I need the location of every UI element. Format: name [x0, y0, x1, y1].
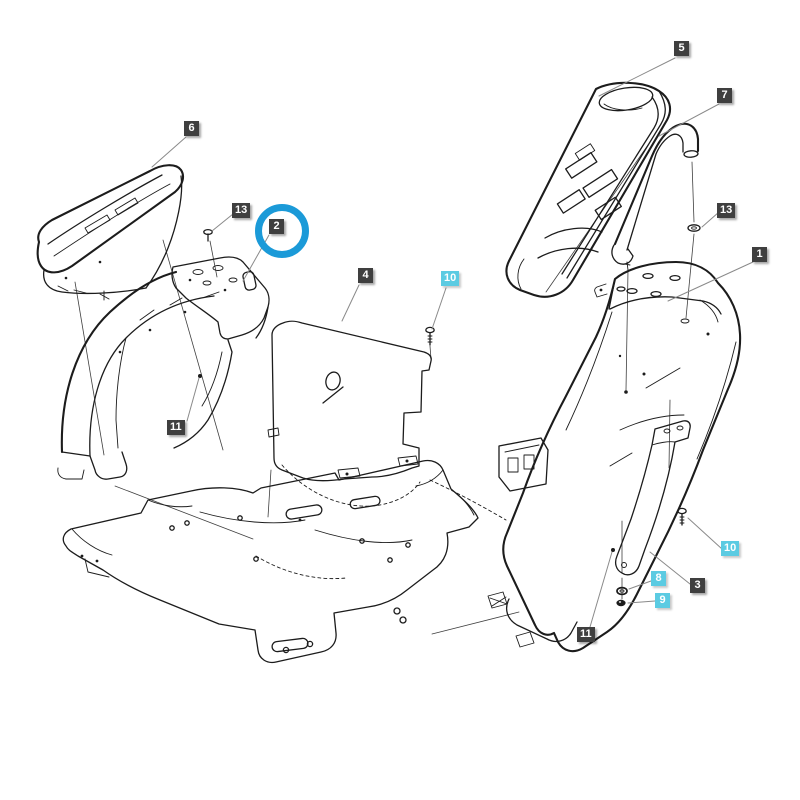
callout-13b[interactable]: 13	[717, 203, 736, 218]
callout-5[interactable]: 5	[674, 41, 689, 56]
part-console-6	[36, 164, 185, 295]
callout-6[interactable]: 6	[184, 121, 199, 136]
callout-9[interactable]: 9	[655, 593, 670, 608]
callout-8[interactable]: 8	[651, 571, 666, 586]
callout-7[interactable]: 7	[717, 88, 732, 103]
part-floor-pan-11	[62, 459, 507, 664]
part-screw-10b	[677, 507, 687, 526]
part-nut-9	[616, 599, 626, 607]
part-washer-8	[616, 586, 628, 596]
callout-11b[interactable]: 11	[577, 627, 595, 642]
part-screw-10a	[425, 326, 435, 346]
callout-13a[interactable]: 13	[232, 203, 251, 218]
highlight-circle	[255, 204, 309, 258]
part-panel-4	[267, 320, 432, 507]
part-fender-2	[57, 256, 270, 480]
callout-1[interactable]: 1	[752, 247, 767, 262]
callout-3[interactable]: 3	[690, 578, 705, 593]
callout-10b[interactable]: 10	[721, 541, 740, 556]
part-washer-13b	[687, 224, 701, 232]
part-handle-7	[611, 122, 700, 271]
part-screw-13a	[203, 228, 213, 242]
explode-axis-lines	[74, 144, 695, 635]
callout-2-highlighted[interactable]: 2	[269, 219, 284, 234]
callout-10a[interactable]: 10	[441, 271, 460, 286]
part-bracket-3	[615, 420, 691, 576]
part-fender-1	[487, 260, 742, 653]
part-console-5	[505, 81, 672, 298]
callout-11a[interactable]: 11	[167, 420, 185, 435]
callout-4[interactable]: 4	[358, 268, 373, 283]
